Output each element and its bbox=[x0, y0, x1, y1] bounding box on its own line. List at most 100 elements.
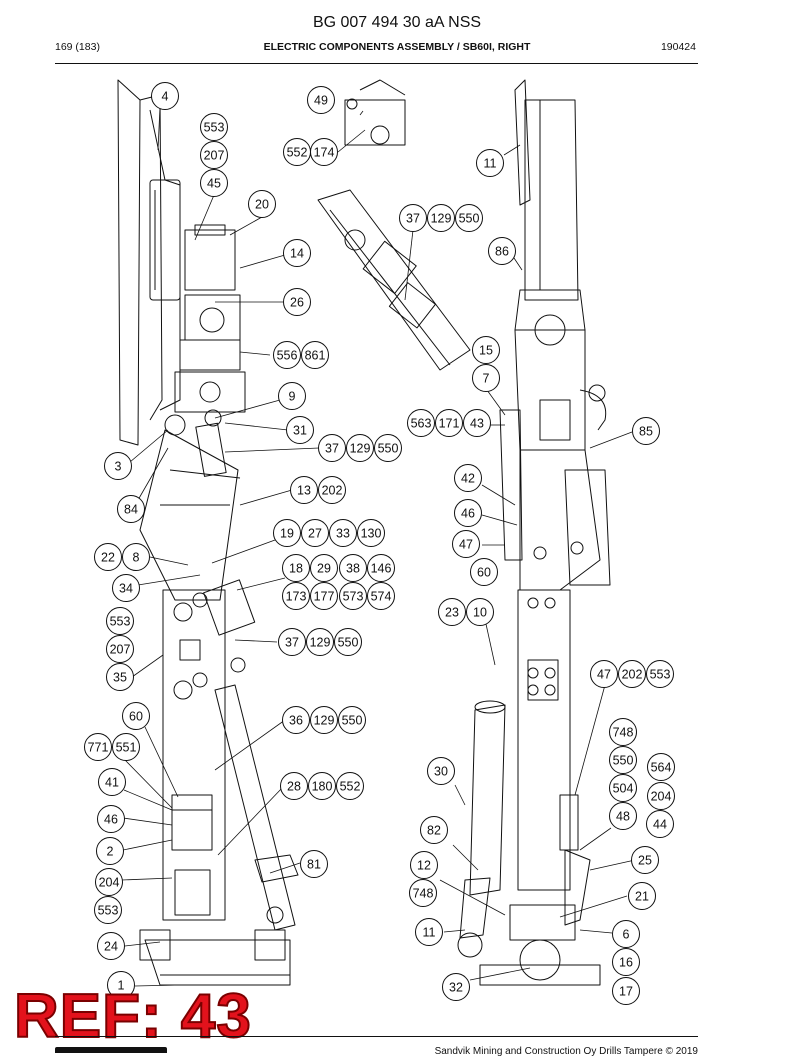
svg-text:551: 551 bbox=[116, 741, 137, 755]
svg-text:86: 86 bbox=[495, 245, 509, 259]
date-code: 190424 bbox=[660, 41, 696, 53]
svg-text:207: 207 bbox=[110, 643, 131, 657]
svg-text:28: 28 bbox=[287, 780, 301, 794]
callout-129: 129 bbox=[427, 204, 455, 232]
svg-text:563: 563 bbox=[411, 417, 432, 431]
svg-text:21: 21 bbox=[635, 890, 649, 904]
leader-lines bbox=[121, 106, 636, 987]
svg-text:32: 32 bbox=[449, 981, 463, 995]
callout-4: 4 bbox=[151, 82, 179, 110]
svg-text:49: 49 bbox=[314, 94, 328, 108]
left-cylinder bbox=[149, 179, 181, 301]
callout-30: 30 bbox=[427, 757, 455, 785]
svg-text:81: 81 bbox=[307, 858, 321, 872]
footer-rule bbox=[55, 1036, 698, 1037]
svg-text:1: 1 bbox=[118, 979, 125, 993]
callout-37: 37 bbox=[318, 434, 346, 462]
svg-text:130: 130 bbox=[361, 527, 382, 541]
svg-text:3: 3 bbox=[115, 460, 122, 474]
callout-204: 204 bbox=[95, 868, 123, 896]
callout-37: 37 bbox=[278, 628, 306, 656]
svg-text:22: 22 bbox=[101, 551, 115, 565]
callout-553: 553 bbox=[94, 896, 122, 924]
callout-573: 573 bbox=[339, 582, 367, 610]
callout-551: 551 bbox=[112, 733, 140, 761]
callout-129: 129 bbox=[306, 628, 334, 656]
svg-text:37: 37 bbox=[325, 442, 339, 456]
svg-text:564: 564 bbox=[651, 761, 672, 775]
callout-19: 19 bbox=[273, 519, 301, 547]
svg-text:550: 550 bbox=[342, 714, 363, 728]
svg-text:553: 553 bbox=[204, 121, 225, 135]
svg-text:44: 44 bbox=[653, 818, 667, 832]
callout-49: 49 bbox=[307, 86, 335, 114]
callout-47: 47 bbox=[590, 660, 618, 688]
svg-text:60: 60 bbox=[477, 566, 491, 580]
callout-12: 12 bbox=[410, 851, 438, 879]
callout-81: 81 bbox=[300, 850, 328, 878]
svg-text:48: 48 bbox=[616, 810, 630, 824]
callout-46: 46 bbox=[97, 805, 125, 833]
svg-text:771: 771 bbox=[88, 741, 109, 755]
left-base bbox=[144, 939, 291, 986]
callout-550: 550 bbox=[374, 434, 402, 462]
callout-8: 8 bbox=[122, 543, 150, 571]
callout-553: 553 bbox=[106, 607, 134, 635]
svg-text:573: 573 bbox=[343, 590, 364, 604]
callout-553: 553 bbox=[646, 660, 674, 688]
callout-37: 37 bbox=[399, 204, 427, 232]
callout-9: 9 bbox=[278, 382, 306, 410]
svg-text:552: 552 bbox=[340, 780, 361, 794]
svg-text:20: 20 bbox=[255, 198, 269, 212]
callout-24: 24 bbox=[97, 932, 125, 960]
callout-28: 28 bbox=[280, 772, 308, 800]
callout-14: 14 bbox=[283, 239, 311, 267]
svg-text:15: 15 bbox=[479, 344, 493, 358]
svg-text:45: 45 bbox=[207, 177, 221, 191]
document-number: BG 007 494 30 aA NSS bbox=[312, 14, 482, 31]
callout-550: 550 bbox=[455, 204, 483, 232]
left-beam-side bbox=[139, 94, 163, 421]
svg-text:37: 37 bbox=[285, 636, 299, 650]
svg-text:25: 25 bbox=[638, 854, 652, 868]
callout-3: 3 bbox=[104, 452, 132, 480]
right-mid-section bbox=[519, 449, 601, 591]
callout-13: 13 bbox=[290, 476, 318, 504]
svg-text:146: 146 bbox=[371, 562, 392, 576]
left-electric-box bbox=[171, 794, 213, 851]
left-lower-column bbox=[162, 589, 226, 921]
callout-6: 6 bbox=[612, 920, 640, 948]
callout-556: 556 bbox=[273, 341, 301, 369]
svg-text:574: 574 bbox=[371, 590, 392, 604]
callout-202: 202 bbox=[318, 476, 346, 504]
svg-text:38: 38 bbox=[346, 562, 360, 576]
svg-text:85: 85 bbox=[639, 425, 653, 439]
callout-20: 20 bbox=[248, 190, 276, 218]
svg-text:37: 37 bbox=[406, 212, 420, 226]
svg-text:550: 550 bbox=[338, 636, 359, 650]
callout-550: 550 bbox=[334, 628, 362, 656]
svg-text:207: 207 bbox=[204, 149, 225, 163]
svg-text:47: 47 bbox=[597, 668, 611, 682]
inset-detail-angled bbox=[317, 189, 471, 371]
svg-text:550: 550 bbox=[378, 442, 399, 456]
svg-text:2: 2 bbox=[107, 845, 114, 859]
drawing-title: ELECTRIC COMPONENTS ASSEMBLY / SB60I, RI… bbox=[263, 41, 531, 53]
ref-stamp: REF: 43 bbox=[13, 982, 252, 1051]
callout-2: 2 bbox=[96, 837, 124, 865]
callout-173: 173 bbox=[282, 582, 310, 610]
callout-550: 550 bbox=[609, 746, 637, 774]
svg-text:42: 42 bbox=[461, 472, 475, 486]
svg-text:33: 33 bbox=[336, 527, 350, 541]
callout-29: 29 bbox=[310, 554, 338, 582]
callout-129: 129 bbox=[310, 706, 338, 734]
callout-35: 35 bbox=[106, 663, 134, 691]
callout-563: 563 bbox=[407, 409, 435, 437]
svg-text:60: 60 bbox=[129, 710, 143, 724]
svg-text:4: 4 bbox=[162, 90, 169, 104]
svg-text:129: 129 bbox=[350, 442, 371, 456]
callout-748: 748 bbox=[409, 879, 437, 907]
callout-43: 43 bbox=[463, 409, 491, 437]
svg-text:26: 26 bbox=[290, 296, 304, 310]
svg-text:129: 129 bbox=[431, 212, 452, 226]
